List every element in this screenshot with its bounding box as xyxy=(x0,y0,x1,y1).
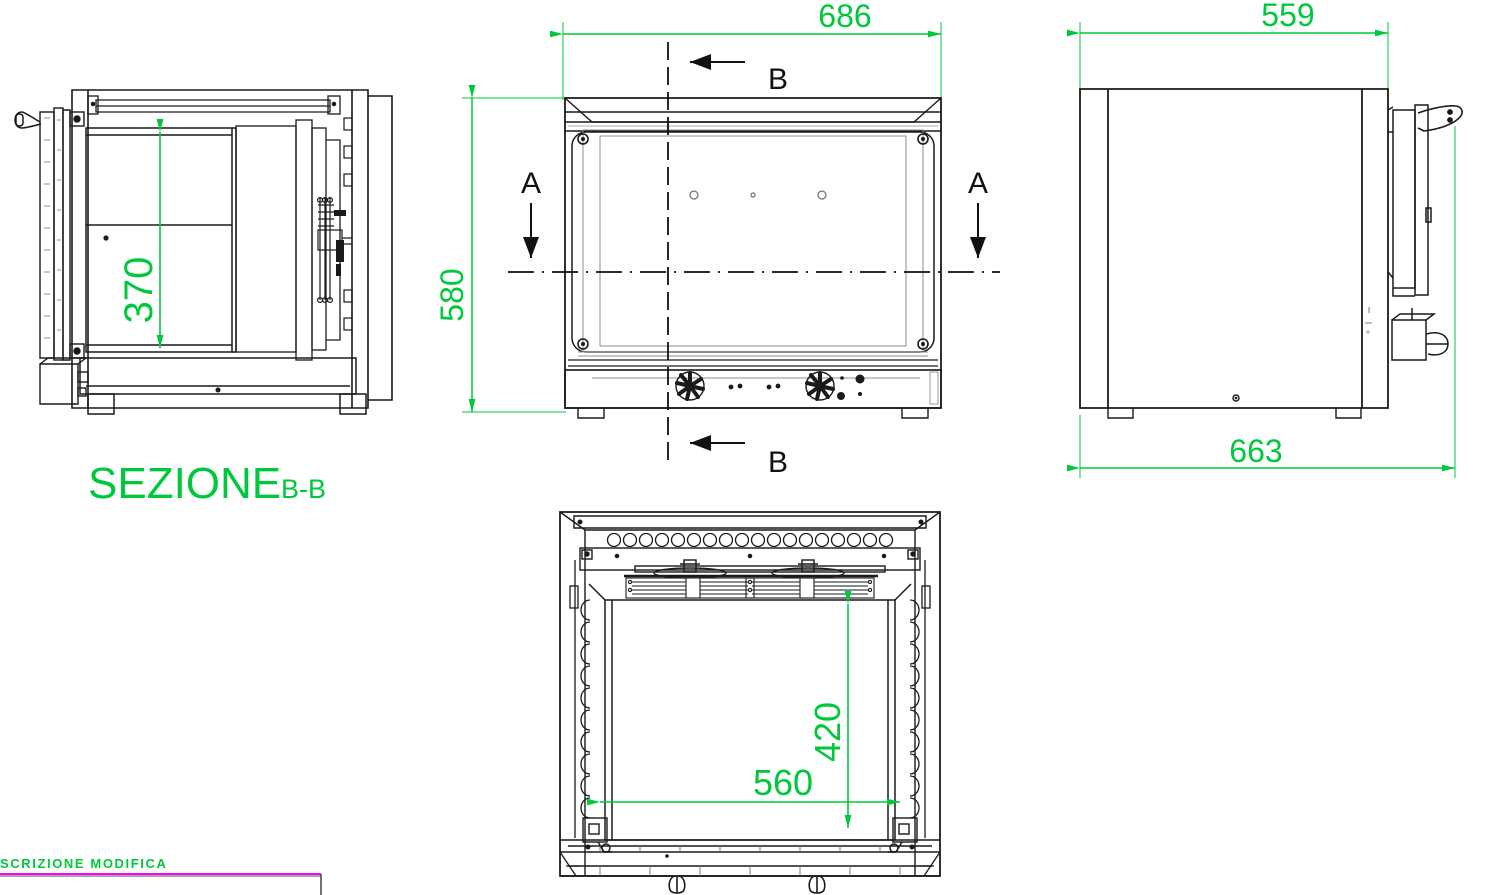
title-block-header-label: SCRIZIONE MODIFICA xyxy=(0,856,167,871)
dimension-686-label: 686 xyxy=(818,0,871,34)
knob-left[interactable] xyxy=(675,371,705,401)
view-side: 559 663 xyxy=(1067,0,1463,478)
view-section-bb: 370 SEZIONE B-B xyxy=(14,89,393,508)
section-mark-a-right-label: A xyxy=(968,167,988,200)
control-panel xyxy=(564,369,942,409)
section-mark-b-top-label: B xyxy=(768,63,788,96)
door-screws xyxy=(577,133,929,350)
dimension-580: 580 xyxy=(434,85,566,413)
indicator-lights xyxy=(728,374,865,400)
section-bb-title: SEZIONE xyxy=(88,459,281,508)
view-section-aa: 420 560 xyxy=(559,511,941,894)
knob-right[interactable] xyxy=(805,371,835,401)
door-window-holes xyxy=(689,190,827,200)
rack-rail-right xyxy=(909,599,920,819)
dimension-420-label: 420 xyxy=(807,702,848,762)
title-block: SCRIZIONE MODIFICA xyxy=(0,856,322,895)
section-bb-title-suffix: B-B xyxy=(281,474,326,504)
dimension-370-label: 370 xyxy=(117,257,161,324)
dimension-559-label: 559 xyxy=(1261,0,1314,33)
section-mark-a-right: A xyxy=(968,167,988,258)
section-mark-b-bottom: B xyxy=(690,435,788,479)
section-mark-b-top: B xyxy=(690,54,788,96)
dimension-420: 420 xyxy=(807,591,852,828)
section-mark-a-left-label: A xyxy=(521,167,541,200)
dimension-663: 663 xyxy=(1067,126,1456,478)
dimension-663-label: 663 xyxy=(1229,433,1282,469)
dimension-580-label: 580 xyxy=(434,268,470,321)
dimension-686: 686 xyxy=(550,0,942,100)
section-mark-a-left: A xyxy=(521,167,541,258)
vent-hole-row xyxy=(606,532,894,548)
dimension-559: 559 xyxy=(1067,0,1389,95)
dimension-370: 370 xyxy=(117,119,164,348)
section-mark-b-bottom-label: B xyxy=(768,446,788,479)
dimension-560: 560 xyxy=(587,762,900,806)
view-front: 686 580 xyxy=(434,0,1000,479)
dimension-560-label: 560 xyxy=(753,762,813,803)
